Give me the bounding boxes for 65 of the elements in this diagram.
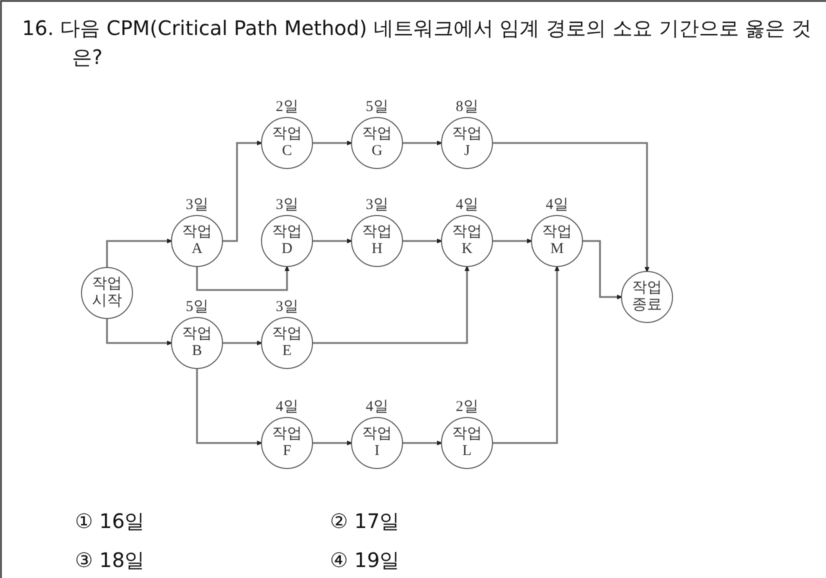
- activity-circle: [351, 117, 403, 169]
- activity-circle: [261, 317, 313, 369]
- duration-label: 4일: [456, 196, 478, 214]
- duration-label: 5일: [186, 298, 208, 316]
- answer-option: ④ 19일: [330, 547, 400, 574]
- activity-label: 작업 K: [452, 224, 482, 258]
- arrow: [581, 240, 623, 300]
- arrow: [401, 440, 443, 446]
- duration-label: 3일: [276, 298, 298, 316]
- activity-label: 작업 B: [182, 326, 212, 360]
- activity-label: 작업 L: [452, 426, 482, 460]
- arrow: [311, 140, 353, 146]
- answer-option: ② 17일: [330, 508, 400, 535]
- activity-circle: [351, 417, 403, 469]
- activity-circle: [621, 271, 673, 323]
- question-text: 16. 다음 CPM(Critical Path Method) 네트워크에서 임계 경로의 소요 기간으로 옳은 것은?: [22, 15, 813, 71]
- duration-label: 5일: [366, 98, 388, 116]
- activity-label: 작업 E: [272, 326, 302, 360]
- arrow: [491, 142, 650, 273]
- duration-label: 3일: [366, 196, 388, 214]
- arrow: [311, 265, 470, 344]
- answer-option: ① 16일: [75, 508, 145, 535]
- duration-label: 8일: [456, 98, 478, 116]
- activity-circle: [351, 215, 403, 267]
- arrow: [401, 140, 443, 146]
- activity-circle: [531, 215, 583, 267]
- activity-circle: [81, 267, 133, 319]
- arrow: [196, 265, 290, 291]
- duration-label: 4일: [276, 398, 298, 416]
- activity-label: 작업 종료: [632, 280, 662, 314]
- answer-option: ③ 18일: [75, 547, 145, 574]
- activity-label: 작업 M: [542, 224, 572, 258]
- activity-circle: [441, 417, 493, 469]
- activity-label: 작업 C: [272, 126, 302, 160]
- activity-circle: [261, 215, 313, 267]
- arrow: [401, 238, 443, 244]
- duration-label: 3일: [186, 196, 208, 214]
- duration-label: 3일: [276, 196, 298, 214]
- arrow: [311, 440, 353, 446]
- activity-circle: [171, 215, 223, 267]
- duration-label: 2일: [276, 98, 298, 116]
- arrow: [221, 340, 263, 346]
- activity-label: 작업 H: [362, 224, 392, 258]
- activity-circle: [261, 417, 313, 469]
- activity-circle: [441, 215, 493, 267]
- activity-label: 작업 D: [272, 224, 302, 258]
- arrow: [221, 140, 263, 242]
- duration-label: 4일: [366, 398, 388, 416]
- arrow: [311, 238, 353, 244]
- activity-circle: [261, 117, 313, 169]
- activity-label: 작업 F: [272, 426, 302, 460]
- activity-circle: [441, 117, 493, 169]
- activity-label: 작업 G: [362, 126, 392, 160]
- duration-label: 2일: [456, 398, 478, 416]
- arrow: [106, 238, 173, 269]
- arrow: [196, 367, 263, 446]
- arrow: [491, 238, 533, 244]
- activity-circle: [171, 317, 223, 369]
- activity-label: 작업 J: [452, 126, 482, 160]
- activity-label: 작업 시작: [92, 276, 122, 310]
- activity-label: 작업 I: [362, 426, 392, 460]
- arrow: [491, 265, 560, 444]
- arrow: [106, 317, 173, 346]
- activity-label: 작업 A: [182, 224, 212, 258]
- duration-label: 4일: [546, 196, 568, 214]
